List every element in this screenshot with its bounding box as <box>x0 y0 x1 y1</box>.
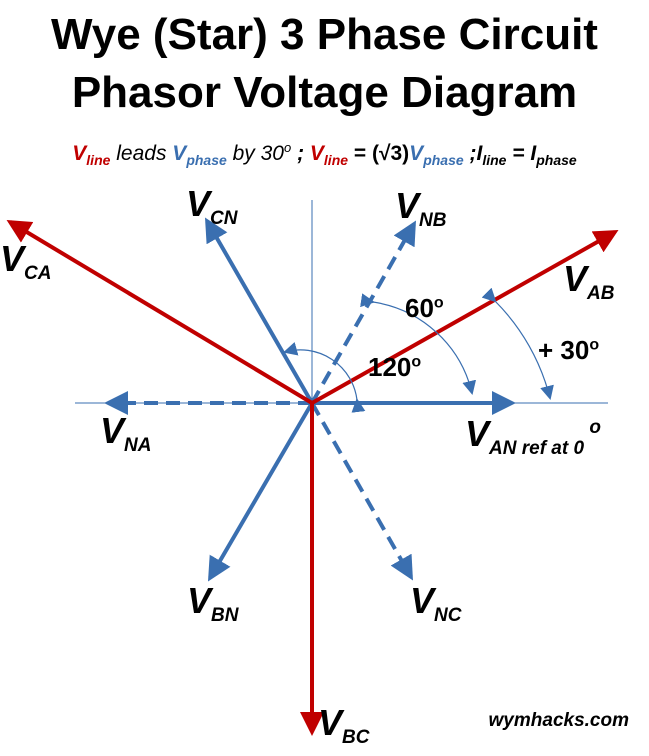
subtitle-relations: Vline leads Vphase by 30o ; Vline = (√3)… <box>72 140 577 169</box>
label-vnc: VNC <box>410 580 462 627</box>
label-vbn: VBN <box>187 580 239 627</box>
label-vab: VAB <box>563 258 615 305</box>
phasor-vca <box>6 219 314 405</box>
label-vcn: VCN <box>186 183 238 230</box>
angle-60-label: 60o <box>405 293 444 323</box>
title-line-2: Phasor Voltage Diagram <box>71 68 578 117</box>
label-vna: VNA <box>100 410 152 457</box>
angle-120-label: 120o <box>368 352 422 382</box>
phasor-vnc <box>310 402 413 581</box>
arc-120 <box>283 342 366 413</box>
arc-60 <box>360 293 477 395</box>
arc-30 <box>481 287 554 400</box>
phasor-vcn <box>205 217 314 404</box>
phasor-vbn <box>207 401 314 582</box>
label-vca: VCA <box>0 238 52 285</box>
title-line-1: Wye (Star) 3 Phase Circuit <box>51 10 598 59</box>
label-vnb: VNB <box>395 185 447 232</box>
watermark: wymhacks.com <box>488 710 629 731</box>
label-van: VAN ref at 0 o <box>465 413 601 460</box>
label-vbc: VBC <box>318 702 370 749</box>
angle-30-label: + 30o <box>538 335 600 365</box>
